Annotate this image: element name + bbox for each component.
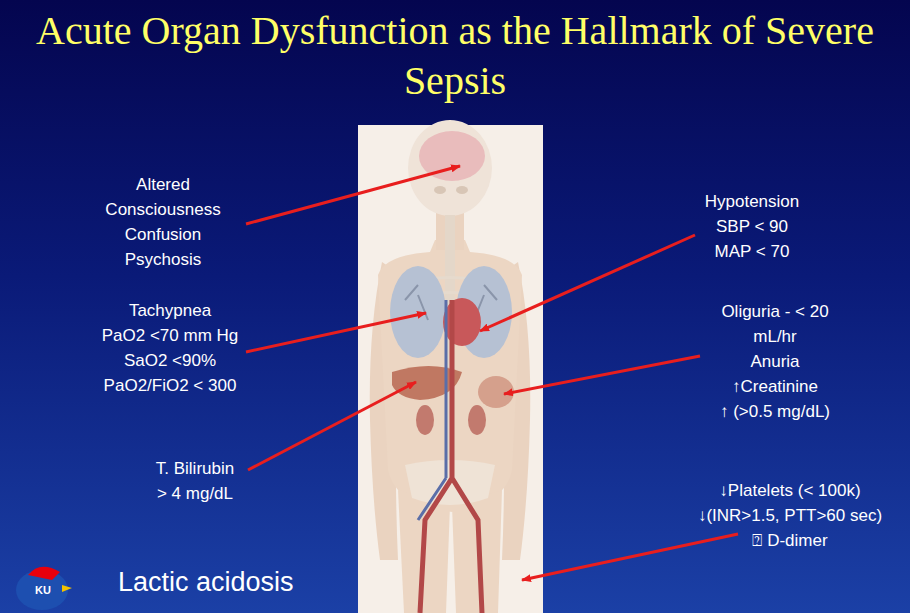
organ-criterion: Anuria [705, 349, 845, 374]
label-group: T. Bilirubin> 4 mg/dL [95, 456, 295, 506]
slide-title: Acute Organ Dysfunction as the Hallmark … [25, 6, 885, 106]
organ-criterion: ↑ (>0.5 mg/dL) [705, 399, 845, 424]
label-group: Oliguria - < 20 mL/hrAnuria↑Creatinine↑ … [705, 299, 845, 424]
organ-criterion: MAP < 70 [652, 239, 852, 264]
organ-criterion: ↓Platelets (< 100k) [675, 478, 905, 503]
label-group: ↓Platelets (< 100k)↓(INR>1.5, PTT>60 sec… [675, 478, 905, 553]
label-group: HypotensionSBP < 90MAP < 70 [652, 189, 852, 264]
organ-criterion: Lactic acidosis [118, 565, 378, 599]
label-group: Lactic acidosis [118, 565, 378, 599]
label-group: AlteredConsciousnessConfusionPsychosis [53, 172, 273, 272]
organ-criterion: SBP < 90 [652, 214, 852, 239]
organ-criterion: > 4 mg/dL [95, 481, 295, 506]
organ-criterion: Consciousness [53, 197, 273, 222]
organ-criterion: Altered [53, 172, 273, 197]
organ-criterion: Hypotension [652, 189, 852, 214]
organ-criterion: ↑Creatinine [705, 374, 845, 399]
organ-criterion: T. Bilirubin [95, 456, 295, 481]
organ-criterion: SaO2 <90% [60, 348, 280, 373]
organ-criterion: Tachypnea [60, 298, 280, 323]
organ-criterion: Confusion [53, 222, 273, 247]
organ-criterion: Psychosis [53, 247, 273, 272]
label-group: KU [28, 583, 58, 597]
logo-text: KU [28, 583, 58, 597]
organ-criterion: ↓(INR>1.5, PTT>60 sec) [675, 503, 905, 528]
label-group: TachypneaPaO2 <70 mm HgSaO2 <90%PaO2/FiO… [60, 298, 280, 398]
organ-criterion: PaO2 <70 mm Hg [60, 323, 280, 348]
organ-criterion: PaO2/FiO2 < 300 [60, 373, 280, 398]
organ-criterion: ⍰ D-dimer [675, 528, 905, 553]
organ-criterion: Oliguria - < 20 mL/hr [705, 299, 845, 349]
